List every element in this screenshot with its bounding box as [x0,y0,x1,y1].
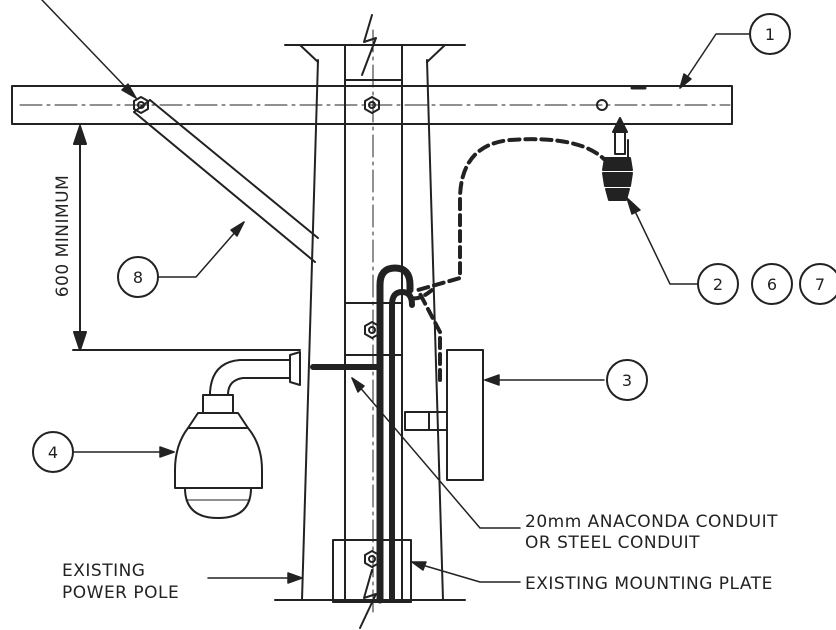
callout-8: 8 [117,256,159,298]
callout-4-text: 4 [48,443,58,462]
callout-7-text: 7 [815,275,825,294]
power-pole-label-line1: EXISTING [62,561,145,581]
callout-8-text: 8 [133,268,143,287]
conduits [376,264,415,604]
conduit-label-line2: OR STEEL CONDUIT [525,533,700,553]
mounting-plate-label: EXISTING MOUNTING PLATE [525,574,773,594]
callout-6: 6 [751,263,793,305]
crossarm [11,85,733,125]
cable-dashed [416,137,607,382]
leaders [41,0,751,584]
enclosure-box [404,349,484,481]
callout-1: 1 [749,13,791,55]
callout-7: 7 [799,263,836,305]
antenna [602,117,633,201]
mounting-plate [332,539,412,603]
brace [133,99,319,263]
power-pole-label-line2: POWER POLE [62,583,179,603]
dome-camera [174,351,301,519]
conduit-label-line1: 20mm ANACONDA CONDUIT [525,512,778,532]
callout-2-text: 2 [713,275,723,294]
cable-dashed-2 [410,288,434,301]
callout-6-text: 6 [767,275,777,294]
callout-2: 2 [697,263,739,305]
callout-3: 3 [606,359,648,401]
callout-4: 4 [32,431,74,473]
callout-1-text: 1 [765,25,775,44]
dimension-label: 600 MINIMUM [53,175,73,298]
dimension-600 [72,125,301,351]
callout-3-text: 3 [622,371,632,390]
